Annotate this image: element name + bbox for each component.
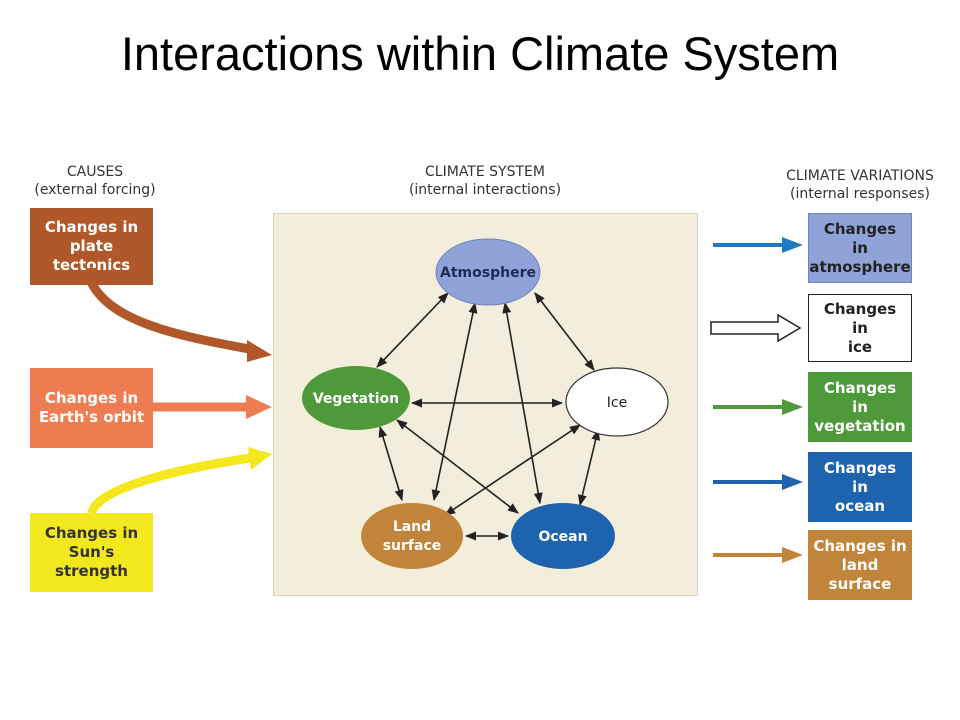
input-arrows bbox=[86, 268, 272, 515]
arrowhead-plate-tectonics bbox=[247, 340, 272, 362]
cause-sun-strength-line1: Changes in bbox=[44, 524, 139, 542]
response-ocean: Changes in ocean bbox=[808, 452, 912, 522]
arrowhead-out-atmosphere bbox=[782, 237, 803, 253]
arrowhead-out-land-surface bbox=[782, 547, 803, 563]
arrow-plate-tectonics bbox=[86, 272, 256, 355]
link-vegetation-land bbox=[378, 425, 404, 502]
causes-header-subtitle: (external forcing) bbox=[34, 182, 156, 198]
response-ocean-line1: Changes bbox=[823, 458, 897, 477]
node-atmosphere: Atmosphere bbox=[435, 238, 541, 306]
node-ice-label: Ice bbox=[607, 395, 627, 411]
arrowhead-earth-orbit bbox=[246, 395, 272, 419]
response-atmosphere: Changes in atmosphere bbox=[808, 213, 912, 283]
response-ice-line3: ice bbox=[847, 337, 873, 356]
system-header-title: CLIMATE SYSTEM bbox=[425, 164, 545, 180]
link-ice-ocean bbox=[577, 428, 601, 507]
system-header: CLIMATE SYSTEM (internal interactions) bbox=[385, 163, 585, 199]
response-land-surface: Changes in land surface bbox=[808, 530, 912, 600]
arrowhead-sun-strength bbox=[248, 447, 272, 470]
cause-plate-tectonics-line1: Changes in bbox=[44, 218, 139, 236]
response-atmosphere-line2: in bbox=[852, 238, 868, 257]
response-atmosphere-line3: atmosphere bbox=[809, 257, 911, 276]
causes-header: CAUSES (external forcing) bbox=[20, 163, 170, 199]
link-atmosphere-vegetation bbox=[376, 292, 449, 368]
output-arrows bbox=[710, 237, 803, 563]
cause-earth-orbit-line1: Changes in bbox=[44, 389, 139, 407]
interaction-arrows bbox=[376, 292, 601, 541]
arrow-out-ice bbox=[710, 313, 802, 343]
response-vegetation-line1: Changes bbox=[823, 378, 897, 397]
node-ice: Ice bbox=[565, 367, 669, 437]
response-vegetation: Changes in vegetation bbox=[808, 372, 912, 442]
cause-plate-tectonics-line2: plate tectonics bbox=[52, 237, 131, 274]
system-header-subtitle: (internal interactions) bbox=[408, 182, 562, 198]
link-atmosphere-ice bbox=[534, 292, 595, 371]
response-ice: Changes in ice bbox=[808, 294, 912, 362]
node-land-surface: Land surface bbox=[361, 503, 463, 569]
arrow-tail-plate-tectonics bbox=[86, 268, 96, 283]
node-ocean: Ocean bbox=[511, 503, 615, 569]
cause-sun-strength-line2: Sun's strength bbox=[55, 543, 128, 580]
response-ice-line1: Changes bbox=[823, 299, 897, 318]
node-vegetation-label: Vegetation bbox=[313, 391, 399, 407]
response-vegetation-line2: in bbox=[852, 397, 868, 416]
response-land-surface-line1: Changes in bbox=[813, 536, 907, 555]
arrow-sun-strength bbox=[87, 453, 251, 515]
response-ocean-line3: ocean bbox=[834, 496, 886, 515]
arrowhead-out-ocean bbox=[782, 474, 803, 490]
node-vegetation: Vegetation bbox=[302, 366, 410, 430]
response-land-surface-line3: surface bbox=[828, 574, 892, 593]
cause-sun-strength: Changes in Sun's strength bbox=[30, 513, 153, 592]
arrowhead-out-vegetation bbox=[782, 399, 803, 415]
variations-header-title: CLIMATE VARIATIONS bbox=[786, 168, 934, 184]
response-ocean-line2: in bbox=[852, 477, 868, 496]
link-ice-land bbox=[444, 424, 581, 516]
link-vegetation-ocean bbox=[396, 419, 519, 514]
response-atmosphere-line1: Changes bbox=[823, 219, 897, 238]
variations-header: CLIMATE VARIATIONS (internal responses) bbox=[765, 167, 955, 203]
response-ice-line2: in bbox=[852, 318, 868, 337]
node-land-surface-line2: surface bbox=[383, 538, 442, 554]
response-land-surface-line2: land bbox=[841, 555, 879, 574]
causes-header-title: CAUSES bbox=[66, 164, 124, 180]
variations-header-subtitle: (internal responses) bbox=[790, 186, 930, 202]
node-land-surface-line1: Land bbox=[393, 519, 431, 535]
link-atmosphere-land bbox=[431, 301, 478, 502]
slide-title: Interactions within Climate System bbox=[120, 27, 840, 80]
response-vegetation-line3: vegetation bbox=[814, 416, 906, 435]
cause-earth-orbit-line2: Earth's orbit bbox=[38, 408, 145, 426]
node-ocean-label: Ocean bbox=[538, 529, 587, 545]
cause-earth-orbit: Changes in Earth's orbit bbox=[30, 368, 153, 448]
node-atmosphere-label: Atmosphere bbox=[440, 265, 536, 281]
